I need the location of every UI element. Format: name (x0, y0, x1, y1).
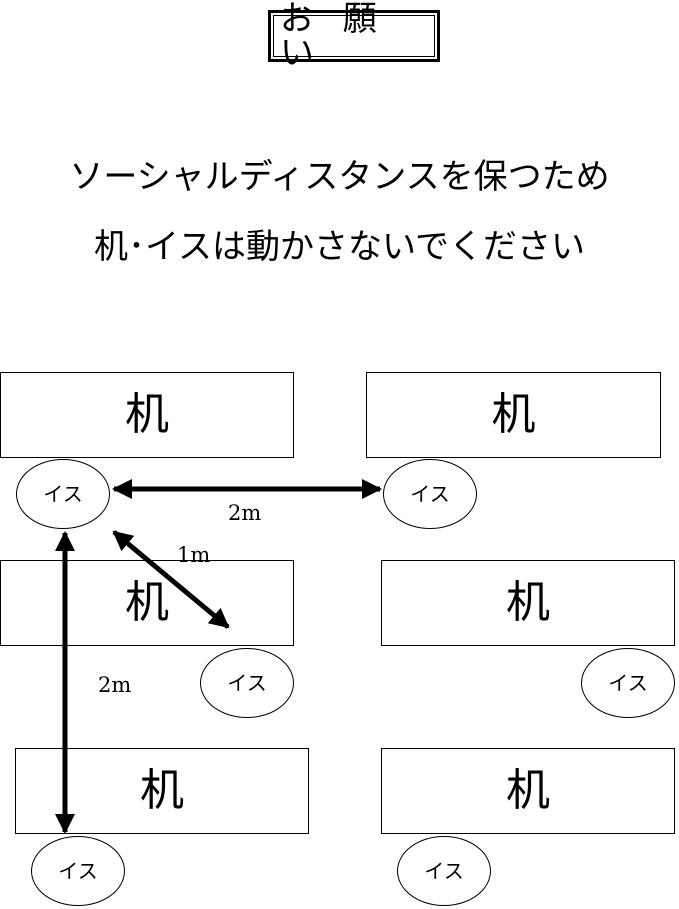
chair-2: イス (383, 459, 477, 529)
chair-1: イス (16, 459, 110, 529)
chair-6: イス (397, 836, 491, 906)
desk-3: 机 (0, 560, 294, 646)
desk-6: 机 (381, 748, 675, 834)
chair-3: イス (200, 648, 294, 718)
message-line-1: ソーシャルディスタンスを保つため (69, 157, 610, 197)
desk-1: 机 (0, 372, 294, 458)
desk-5: 机 (15, 748, 309, 834)
page-title: お 願 い (280, 0, 386, 73)
horizontal-distance-label: 2m (228, 501, 262, 525)
chair-5: イス (31, 836, 125, 906)
chair-4: イス (581, 648, 675, 718)
title-frame: お 願 い (268, 0, 440, 73)
diagonal-distance-label: 1m (177, 543, 211, 567)
vertical-distance-label: 2m (98, 673, 132, 697)
desk-2: 机 (366, 372, 661, 458)
message-line-2: 机･イスは動かさないでください (94, 227, 585, 267)
desk-4: 机 (381, 560, 675, 646)
